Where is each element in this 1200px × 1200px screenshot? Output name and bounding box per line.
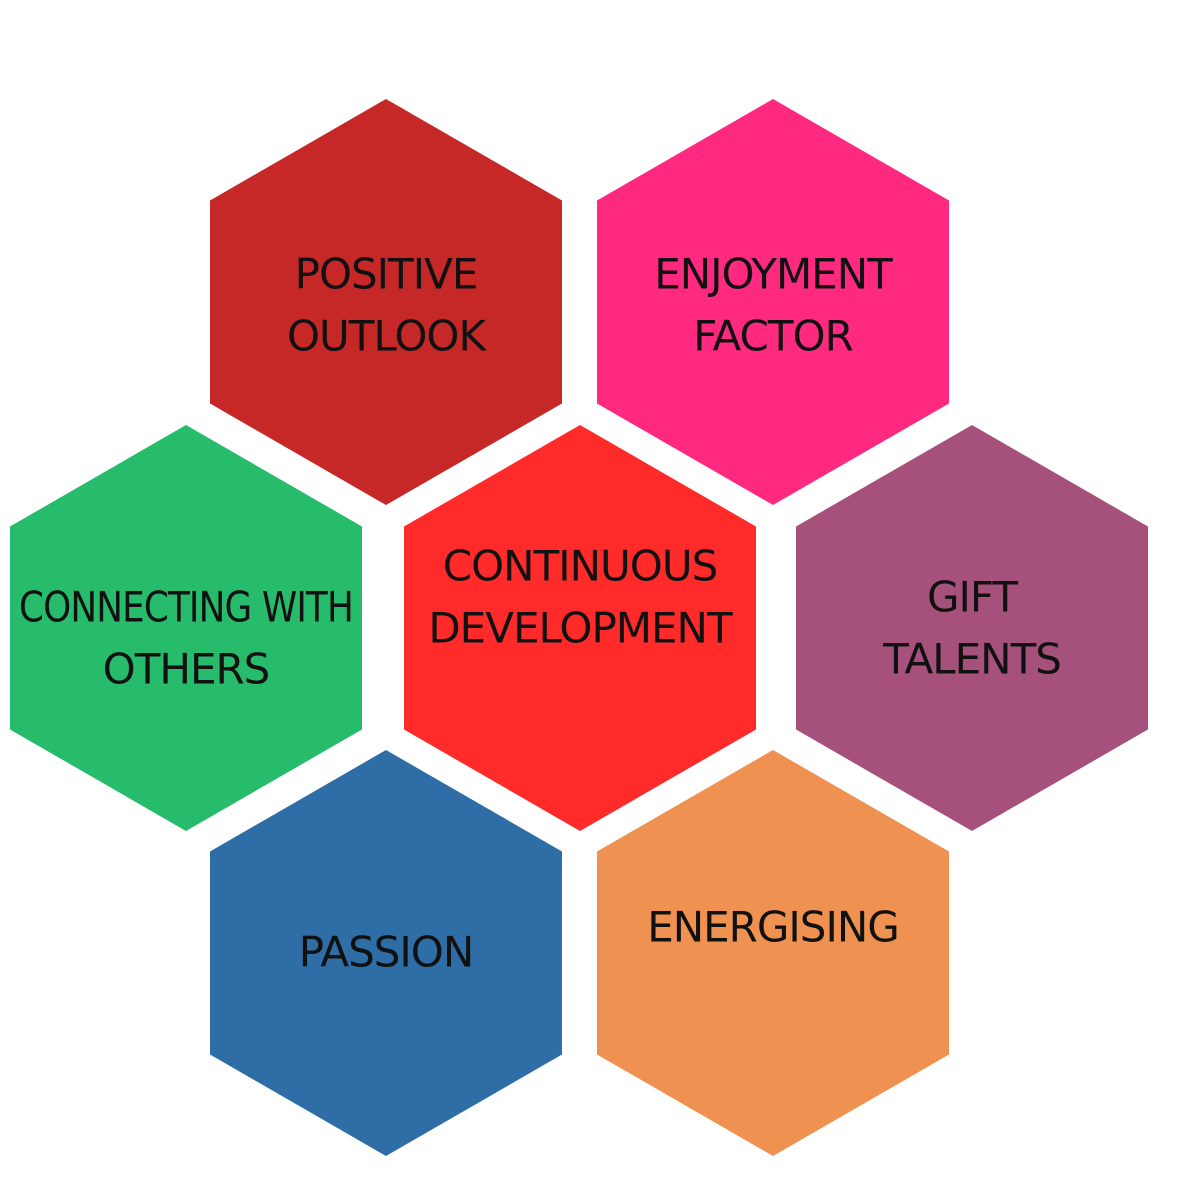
hexagon-label-enjoyment-factor-line-1: ENJOYMENT <box>654 250 893 299</box>
hexagon-shape-energising <box>597 750 949 1156</box>
hexagon-shape-enjoyment-factor <box>597 99 949 505</box>
hexagon-gift-talents: GIFT TALENTS <box>796 425 1148 831</box>
hexagon-label-positive-outlook-line-1: POSITIVE <box>295 250 478 299</box>
hexagon-shape-passion <box>210 750 562 1156</box>
hexagon-label-connecting-with-others-line-2: OTHERS <box>103 645 270 694</box>
hexagon-layer: POSITIVE OUTLOOK ENJOYMENT FACTOR CONNECTING… <box>10 99 1148 1156</box>
hexagon-label-gift-talents-line-1: GIFT <box>927 573 1018 622</box>
hexagon-connecting-with-others: CONNECTING WITH OTHERS <box>10 425 362 831</box>
hexagon-label-energising-line-1: ENERGISING <box>647 903 899 952</box>
hexagon-label-passion-line-1: PASSION <box>299 928 474 977</box>
hexagon-label-continuous-development-line-1: CONTINUOUS <box>443 542 717 591</box>
hexagon-positive-outlook: POSITIVE OUTLOOK <box>210 99 562 505</box>
hexagon-shape-positive-outlook <box>210 99 562 505</box>
hexagon-label-connecting-with-others-line-1: CONNECTING WITH <box>19 583 353 632</box>
hexagon-energising: ENERGISING <box>597 750 949 1156</box>
hexagon-label-enjoyment-factor-line-2: FACTOR <box>693 312 853 361</box>
hexagon-passion: PASSION <box>210 750 562 1156</box>
hexagon-shape-gift-talents <box>796 425 1148 831</box>
hexagon-enjoyment-factor: ENJOYMENT FACTOR <box>597 99 949 505</box>
hexagon-label-positive-outlook-line-2: OUTLOOK <box>287 312 487 361</box>
hexagon-continuous-development: CONTINUOUS DEVELOPMENT <box>404 425 756 831</box>
hexagon-label-continuous-development-line-2: DEVELOPMENT <box>428 604 733 653</box>
hexagon-shape-continuous-development <box>404 425 756 831</box>
hexagon-label-gift-talents-line-2: TALENTS <box>882 635 1061 684</box>
hexagon-shape-connecting-with-others <box>10 425 362 831</box>
